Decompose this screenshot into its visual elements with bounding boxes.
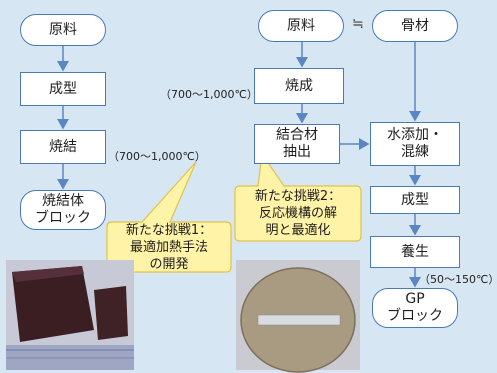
binder-extract-box: 結合材 抽出 [254, 124, 340, 164]
left-raw-material-box: 原料 [20, 14, 106, 46]
sintered-block-box: 焼結体 ブロック [20, 190, 106, 230]
aggregate-label: 骨材 [401, 17, 429, 34]
left-molding-label: 成型 [49, 80, 77, 97]
curing-box: 養生 [370, 236, 460, 268]
curing-label: 養生 [401, 243, 429, 260]
left-raw-material-label: 原料 [49, 21, 77, 38]
callout-1-shape [106, 161, 232, 273]
right-molding-label: 成型 [401, 191, 429, 208]
sintered-brick-photo [6, 260, 134, 370]
gp-block-box: GP ブロック [372, 288, 458, 328]
right-raw-material-label: 原料 [287, 17, 315, 34]
challenge-2-text: 新たな挑戦2： 反応機構の解 明と最適化 [254, 189, 342, 238]
gp-block-line2: ブロック [387, 308, 443, 324]
water-mixing-line1: 水添加・ [387, 127, 443, 143]
sintered-block-line1: 焼結体 [42, 193, 84, 209]
water-mixing-line2: 混練 [401, 144, 429, 160]
firing-box: 焼成 [254, 68, 344, 104]
firing-temp-note: （700～1,000℃） [160, 88, 258, 101]
binder-extract-line1: 結合材 [276, 127, 318, 143]
gp-disk-photo [236, 260, 360, 373]
binder-extract-line2: 抽出 [283, 144, 311, 160]
left-molding-box: 成型 [20, 72, 106, 106]
challenge-1-text: 新たな挑戦1： 最適加熱手法 の開発 [125, 223, 213, 272]
right-raw-material-box: 原料 [258, 10, 344, 42]
callout-2-shape [234, 152, 362, 242]
sintered-block-line2: ブロック [35, 210, 91, 226]
left-sintering-label: 焼結 [49, 138, 77, 155]
gp-block-line1: GP [405, 291, 425, 307]
right-molding-box: 成型 [370, 186, 460, 214]
firing-label: 焼成 [285, 77, 313, 94]
aggregate-box: 骨材 [372, 10, 458, 42]
sinter-temp-note: （700～1,000℃） [108, 150, 206, 163]
curing-temp-note: （50～150℃） [419, 273, 497, 286]
water-mixing-box: 水添加・ 混練 [370, 122, 460, 166]
left-sintering-box: 焼結 [20, 130, 106, 164]
approx-equal-sign: ≒ [352, 16, 364, 32]
